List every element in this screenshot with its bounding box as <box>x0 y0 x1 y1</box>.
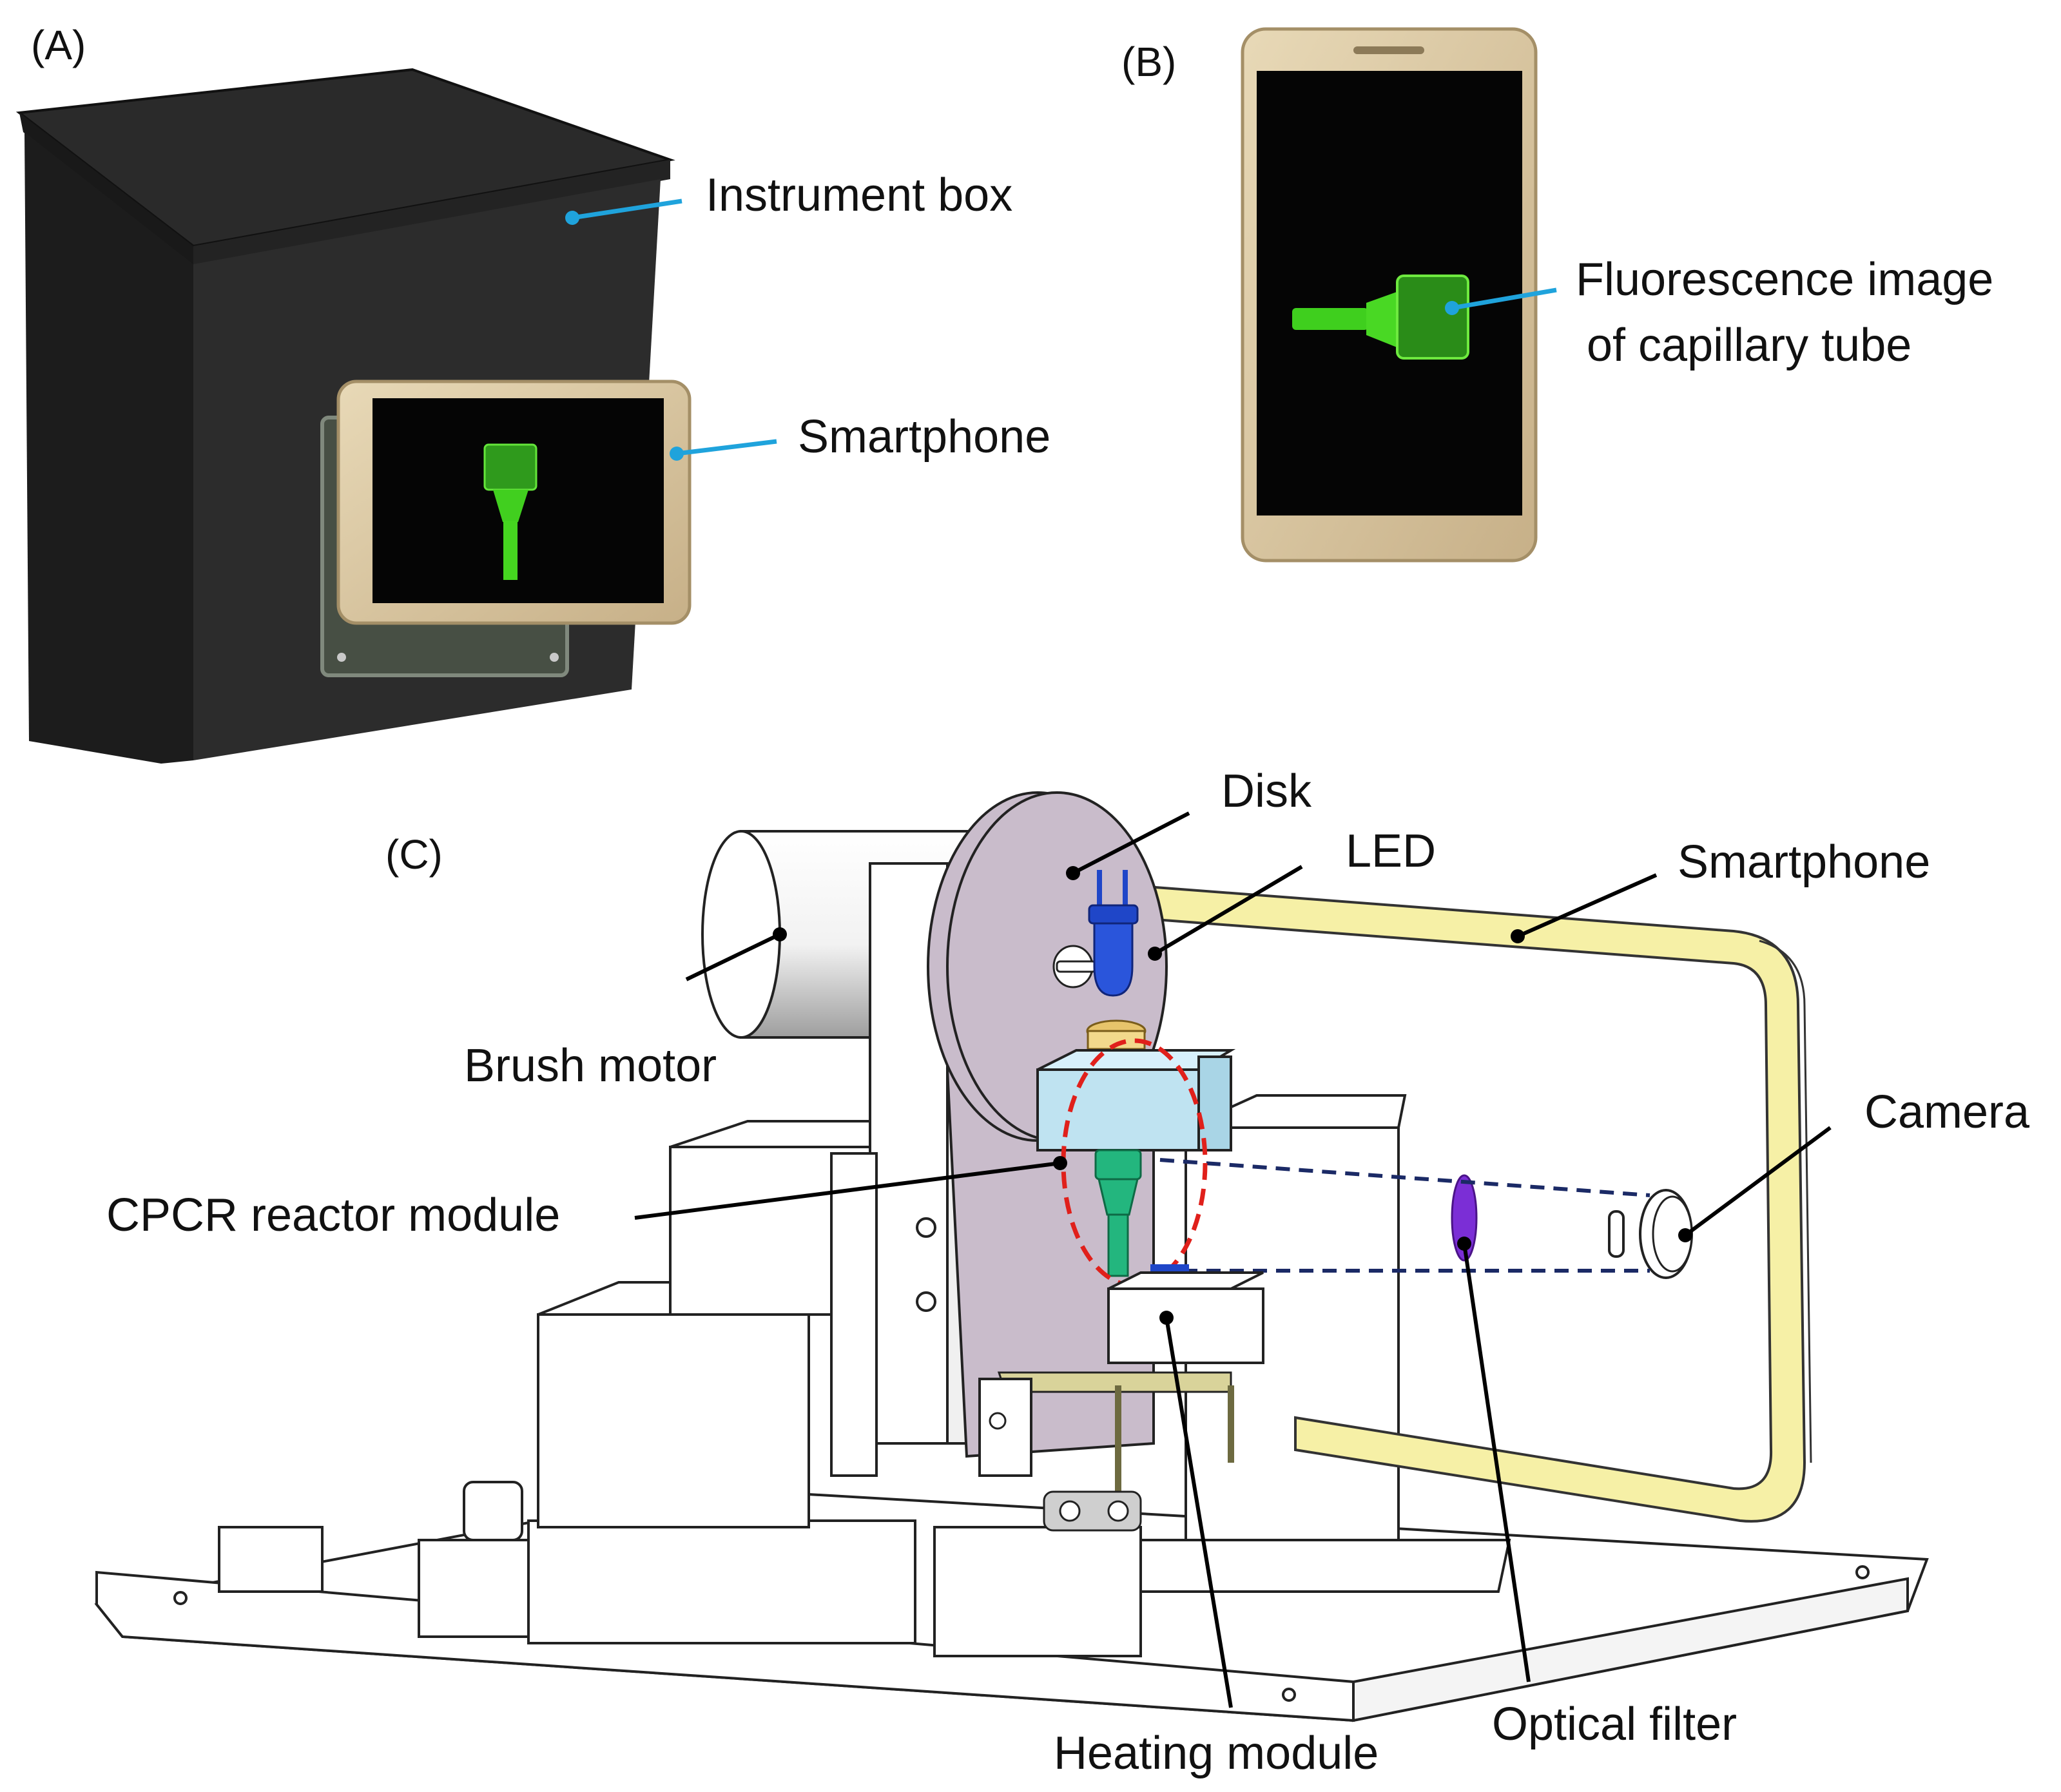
smartphone-b-speaker <box>1353 46 1424 54</box>
heating-module-label: Heating module <box>1054 1728 1379 1779</box>
led <box>1088 870 1139 997</box>
smartphone-c-label: Smartphone <box>1678 836 1930 888</box>
heating-module <box>978 1264 1264 1532</box>
heating-connector <box>1043 1490 1142 1532</box>
callout-dot-smartphone-a <box>670 447 684 461</box>
smartphone-b-screen <box>1257 71 1522 515</box>
callout-line-brush-motor <box>685 932 781 981</box>
panel-c: (C) <box>94 766 2030 1779</box>
callout-line-smartphone-c <box>1516 873 1658 938</box>
disk-label: Disk <box>1221 766 1312 817</box>
smartphone-a-label: Smartphone <box>798 411 1050 463</box>
callout-line-disk <box>1072 811 1190 875</box>
callout-line-camera <box>1684 1126 1832 1237</box>
panel-b-label: (B) <box>1121 39 1176 85</box>
reactor-block <box>1036 1068 1200 1151</box>
callout-line-fluorescence <box>1451 287 1557 311</box>
callout-line-instrument-box <box>572 198 682 220</box>
led-label: LED <box>1346 825 1436 877</box>
brush-motor-label: Brush motor <box>464 1040 717 1092</box>
panel-c-callouts <box>634 811 1832 1708</box>
smartphone-b-photo <box>1241 27 1538 563</box>
cpcr-reactor <box>1036 1019 1236 1288</box>
panel-c-callout-dots <box>773 866 1692 1325</box>
panel-a: (A) <box>15 22 1050 764</box>
callout-line-optical-filter <box>1462 1243 1531 1682</box>
camera-label: Camera <box>1864 1086 2030 1138</box>
disk-clip <box>1052 945 1097 988</box>
cpcr-reactor-label: CPCR reactor module <box>106 1190 560 1241</box>
smartphone-c <box>1094 881 1812 1523</box>
smartphone-c-frame <box>1094 881 1806 1523</box>
instrument-box-photo <box>15 68 692 764</box>
callout-line-led <box>1154 865 1303 956</box>
optical-filter-label: Optical filter <box>1492 1699 1737 1750</box>
panel-b: (B) Fluorescence image of capillary tube <box>1121 27 1993 563</box>
panel-c-label: (C) <box>385 831 443 878</box>
beam-top <box>1159 1158 1650 1197</box>
instrument-box-lid-edge <box>19 113 193 265</box>
callout-dot-fluorescence <box>1445 301 1459 315</box>
fluorescence-label-line1: Fluorescence image <box>1576 254 1993 305</box>
cpcr-highlight <box>1061 1038 1208 1288</box>
instrument-box-label: Instrument box <box>706 169 1012 221</box>
panel-a-label: (A) <box>31 22 86 68</box>
callout-line-heating <box>1165 1317 1233 1708</box>
fluorescence-tube-a <box>483 443 537 580</box>
callout-dot-instrument-box <box>565 211 579 225</box>
callout-line-smartphone-a <box>676 439 777 456</box>
optical-filter <box>1451 1174 1478 1262</box>
electronics-blocks <box>218 1094 1407 1657</box>
instrument-box-left-face <box>24 132 193 764</box>
fluorescence-tube-b <box>1292 275 1469 360</box>
capillary-tube <box>1094 1149 1142 1277</box>
callout-line-cpcr <box>634 1161 1061 1220</box>
fluorescence-label-line2: of capillary tube <box>1587 320 1911 371</box>
